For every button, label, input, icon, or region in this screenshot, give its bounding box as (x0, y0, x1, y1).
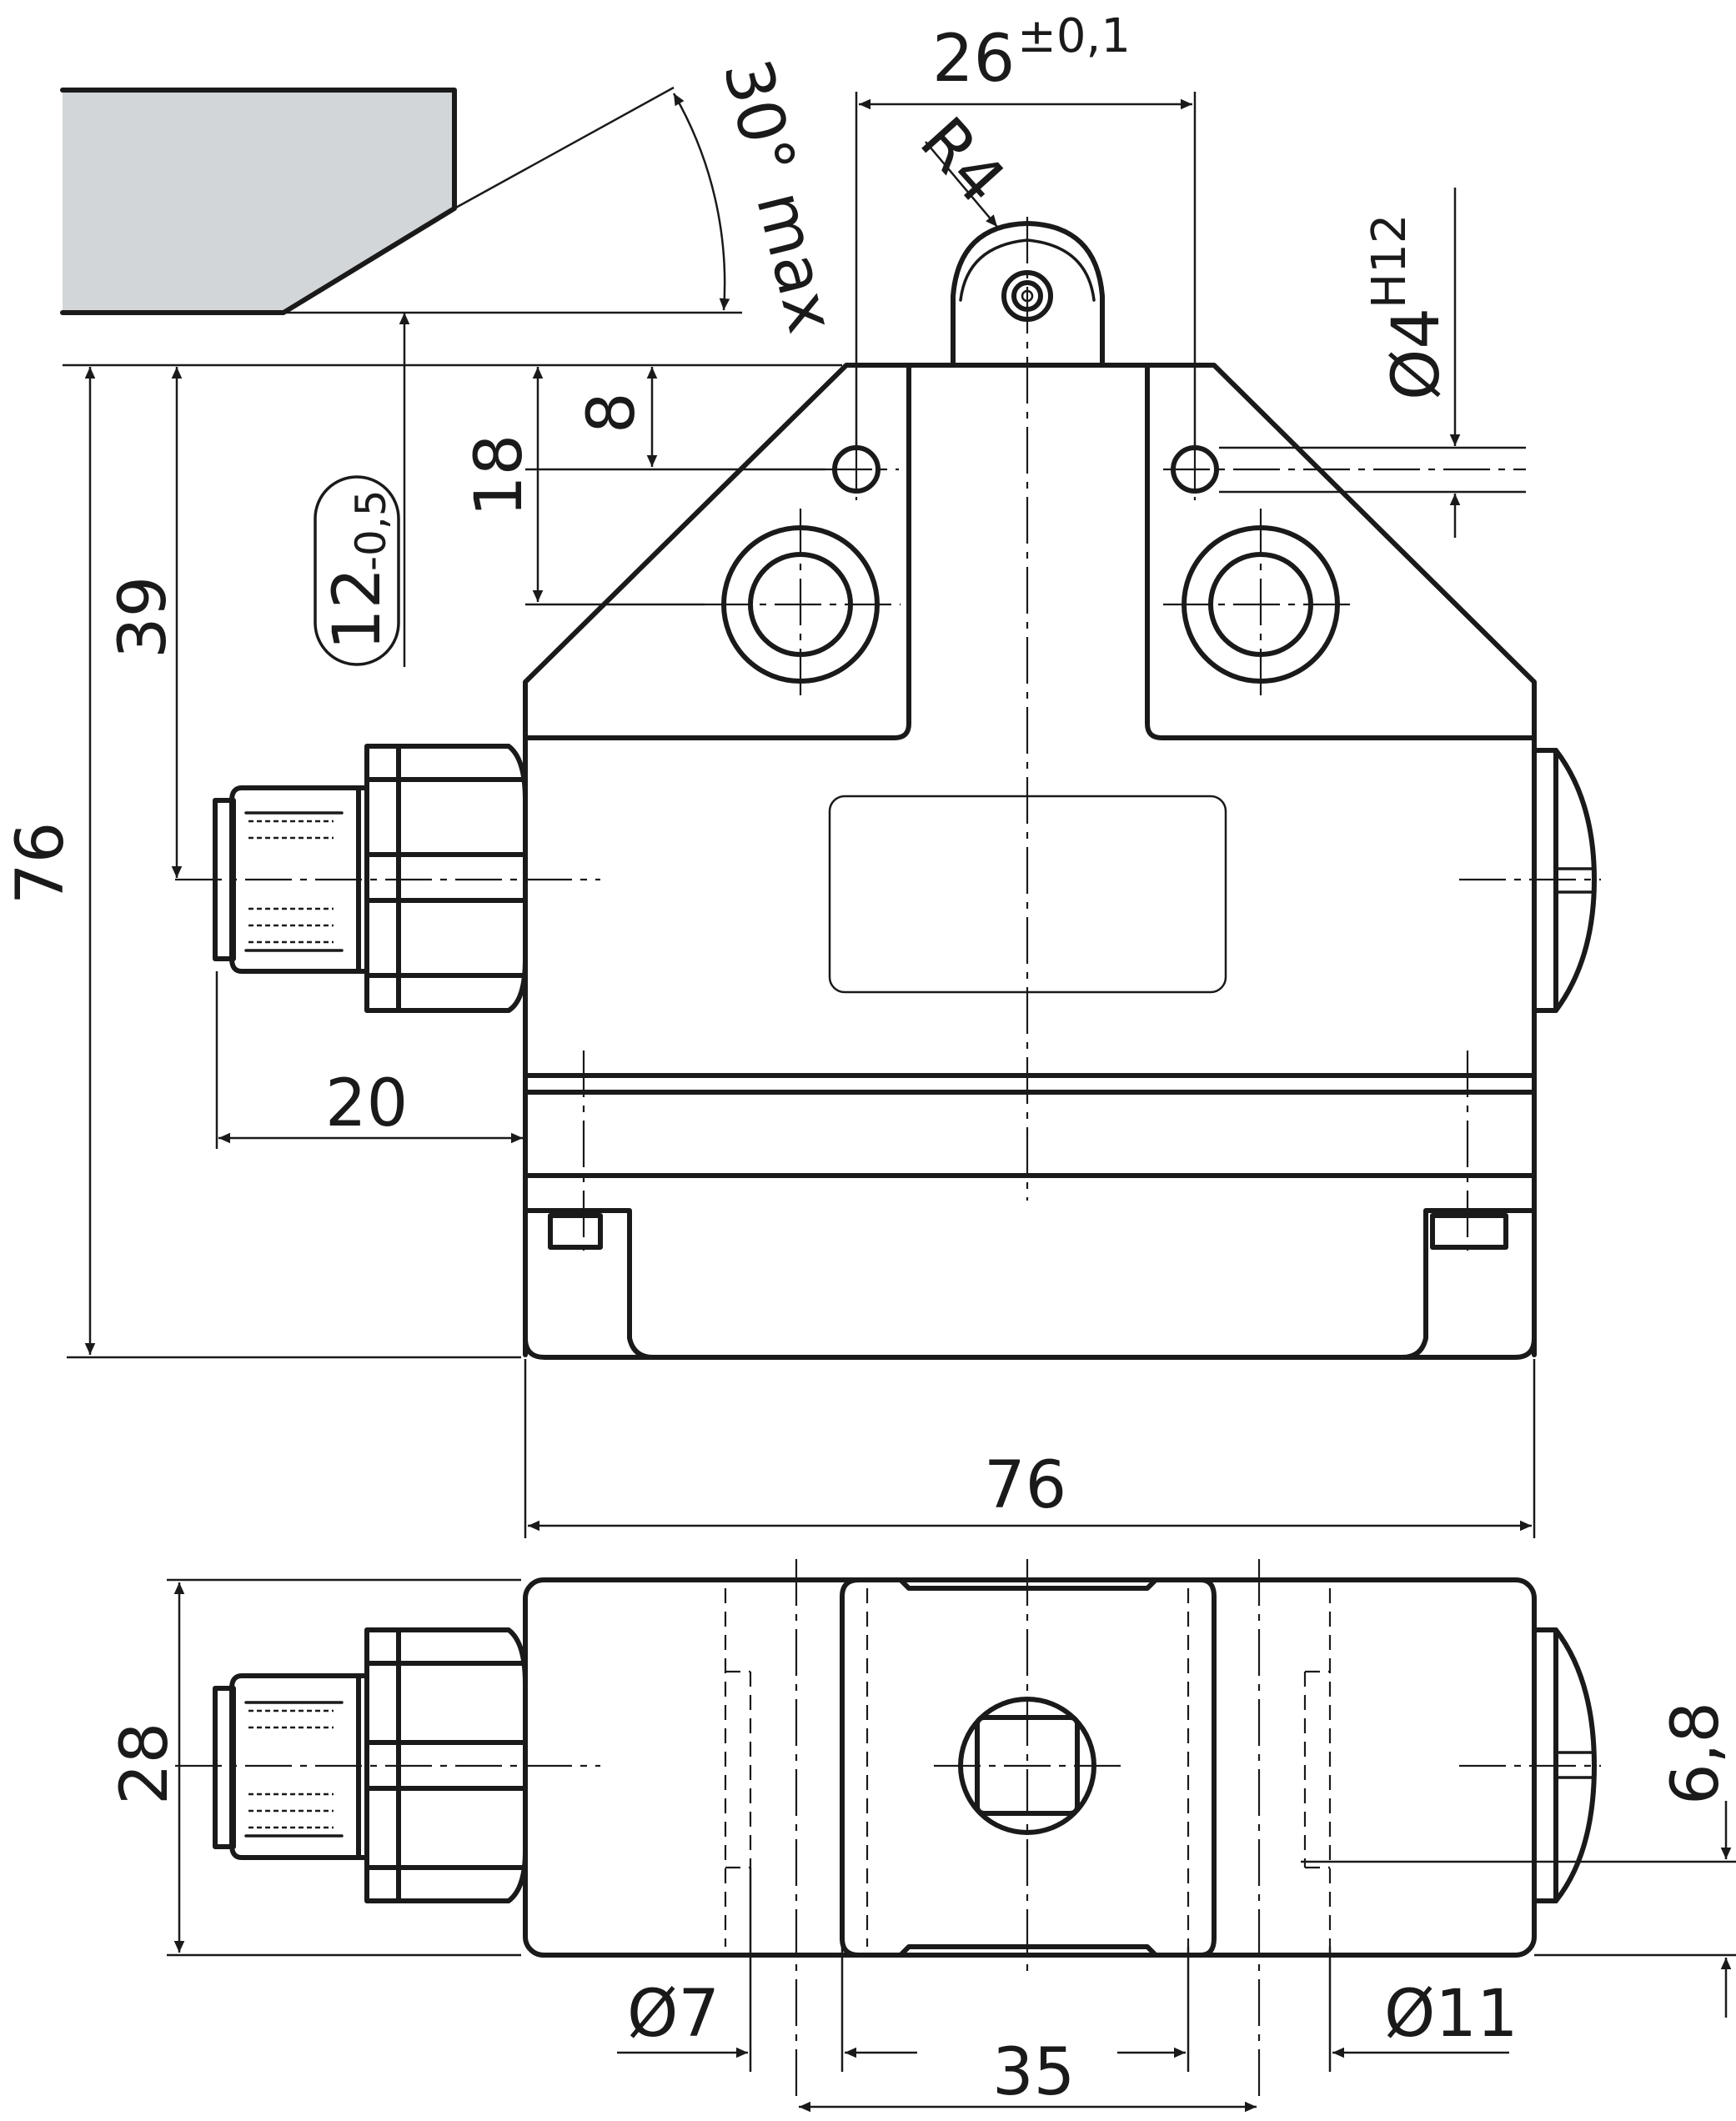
dim-height-76: 76 (3, 822, 78, 905)
dim-slot-6-8: 6,8 (1658, 1702, 1733, 1805)
dim-connector-20: 20 (325, 1066, 408, 1141)
dim-hole-tolerance: H12 (1362, 214, 1417, 308)
dim-dia-7: Ø7 (627, 1977, 720, 2052)
dim-depth-28: 28 (108, 1722, 183, 1805)
dim-top-width: 26 (932, 22, 1015, 97)
actuating-cam (60, 86, 742, 315)
connector-front (213, 744, 528, 1013)
dimension-lines-side (167, 1578, 1736, 2113)
dimension-lines-front (63, 92, 1536, 1538)
dim-height-39: 39 (106, 576, 181, 659)
dim-hole-diameter: Ø4 (1379, 308, 1454, 400)
dim-height-8: 8 (574, 392, 650, 434)
dim-stroke-tolerance: -0,5 (347, 489, 395, 571)
dim-dia-11: Ø11 (1384, 1977, 1518, 2052)
dim-angle: 30° max (709, 53, 849, 340)
hidden-lines-side (175, 1559, 1601, 2101)
center-lines-front (175, 217, 1601, 1251)
dim-pitch-35: 35 (992, 2035, 1075, 2110)
dim-height-18: 18 (462, 434, 537, 517)
stroke-dimension-frame (314, 475, 400, 666)
switch-body-side (523, 1577, 1597, 1958)
dim-stroke: 12 (320, 568, 395, 650)
dim-top-width-tolerance: ±0,1 (1017, 9, 1131, 63)
dim-width-76: 76 (984, 1448, 1066, 1523)
dim-roller-radius: R4 (906, 103, 1019, 218)
